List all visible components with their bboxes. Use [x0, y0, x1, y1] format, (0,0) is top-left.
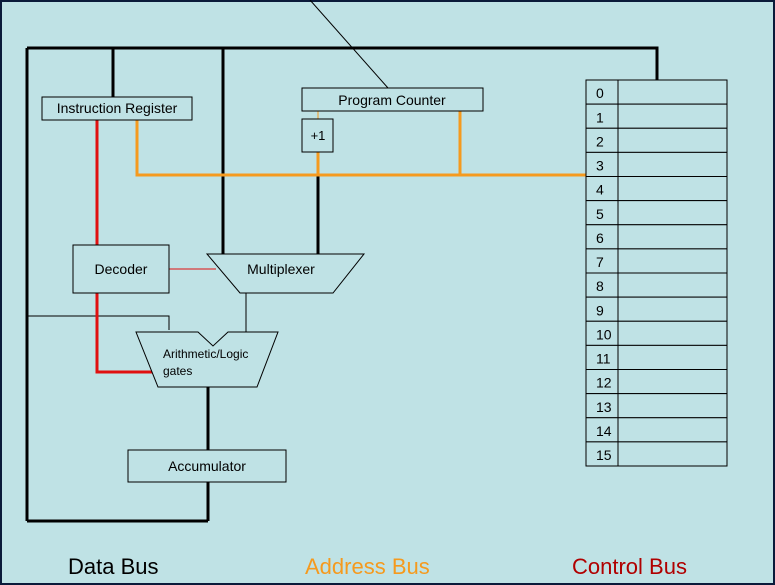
multiplexer-label: Multiplexer [247, 261, 315, 277]
memory-value-cell [617, 344, 728, 370]
memory-address-cell [585, 320, 619, 346]
memory-address-label: 10 [596, 326, 612, 342]
memory-value-cell [617, 79, 728, 105]
memory-value-cell [617, 200, 728, 226]
decoder-label: Decoder [95, 261, 148, 277]
program-counter-label: Program Counter [338, 92, 446, 108]
memory-address-cell [585, 441, 619, 467]
memory-address-label: 11 [596, 351, 611, 367]
memory-address-label: 14 [596, 423, 612, 439]
memory-value-cell [617, 369, 728, 395]
memory-row: 6 [585, 224, 728, 250]
accumulator-label: Accumulator [168, 458, 246, 474]
memory-row: 9 [585, 296, 728, 322]
memory-value-cell [617, 248, 728, 274]
memory-row: 13 [585, 393, 728, 419]
memory-row: 3 [585, 151, 728, 177]
memory-row: 2 [585, 127, 728, 153]
memory-address-cell [585, 296, 619, 322]
incrementer: +1 [301, 118, 334, 153]
memory-row: 14 [585, 417, 728, 443]
memory-address-label: 9 [596, 302, 604, 318]
decoder: Decoder [72, 244, 170, 294]
memory-address-cell [585, 248, 619, 274]
memory-value-cell [617, 272, 728, 298]
instruction-register-label: Instruction Register [57, 100, 178, 116]
memory-address-label: 15 [596, 447, 612, 463]
memory-value-cell [617, 127, 728, 153]
memory-address-label: 8 [596, 278, 604, 294]
memory-row: 4 [585, 176, 728, 202]
address-bus-lines [135, 111, 586, 177]
memory-value-cell [617, 320, 728, 346]
memory-address-label: 12 [596, 375, 612, 391]
memory-value-cell [617, 224, 728, 250]
pointer-line [309, 0, 389, 89]
memory-row: 0 [585, 79, 728, 105]
incrementer-label: +1 [311, 128, 326, 143]
alu: Arithmetic/Logic gates [135, 331, 279, 388]
data-bus-lines [25, 46, 659, 523]
memory-row: 15 [585, 441, 728, 467]
memory-value-cell [617, 417, 728, 443]
memory-value-cell [617, 176, 728, 202]
memory-address-label: 0 [596, 85, 604, 101]
legend-data-bus: Data Bus [68, 554, 159, 579]
alu-label-line2: gates [163, 364, 192, 378]
memory-row: 11 [585, 344, 728, 370]
memory-value-cell [617, 296, 728, 322]
memory-address-cell [585, 200, 619, 226]
memory-address-label: 7 [596, 254, 604, 270]
memory-address-label: 1 [596, 109, 604, 125]
memory-address-cell [585, 393, 619, 419]
memory-row: 5 [585, 200, 728, 226]
memory-row: 12 [585, 369, 728, 395]
alu-label-line1: Arithmetic/Logic [163, 347, 248, 361]
memory-address-label: 3 [596, 158, 604, 174]
data-bus-thin-lines [27, 293, 247, 332]
memory-address-label: 5 [596, 206, 604, 222]
memory-address-label: 4 [596, 182, 604, 198]
memory-address-cell [585, 176, 619, 202]
program-counter: Program Counter [301, 87, 484, 112]
memory-row: 8 [585, 272, 728, 298]
memory-row: 7 [585, 248, 728, 274]
accumulator: Accumulator [127, 449, 287, 483]
memory-value-cell [617, 151, 728, 177]
legend-address-bus: Address Bus [305, 554, 430, 579]
legend-control-bus: Control Bus [572, 554, 687, 579]
memory-value-cell [617, 393, 728, 419]
multiplexer: Multiplexer [205, 253, 366, 294]
memory-address-cell [585, 272, 619, 298]
memory-row: 1 [585, 103, 728, 129]
memory-address-label: 6 [596, 230, 604, 246]
memory-address-label: 13 [596, 399, 612, 415]
instruction-register: Instruction Register [41, 96, 193, 121]
control-bus-lines [95, 120, 216, 374]
memory-address-label: 2 [596, 133, 604, 149]
memory-value-cell [617, 103, 728, 129]
memory-row: 10 [585, 320, 728, 346]
memory-value-cell [617, 441, 728, 467]
bus-legend: Data Bus Address Bus Control Bus [68, 554, 687, 579]
